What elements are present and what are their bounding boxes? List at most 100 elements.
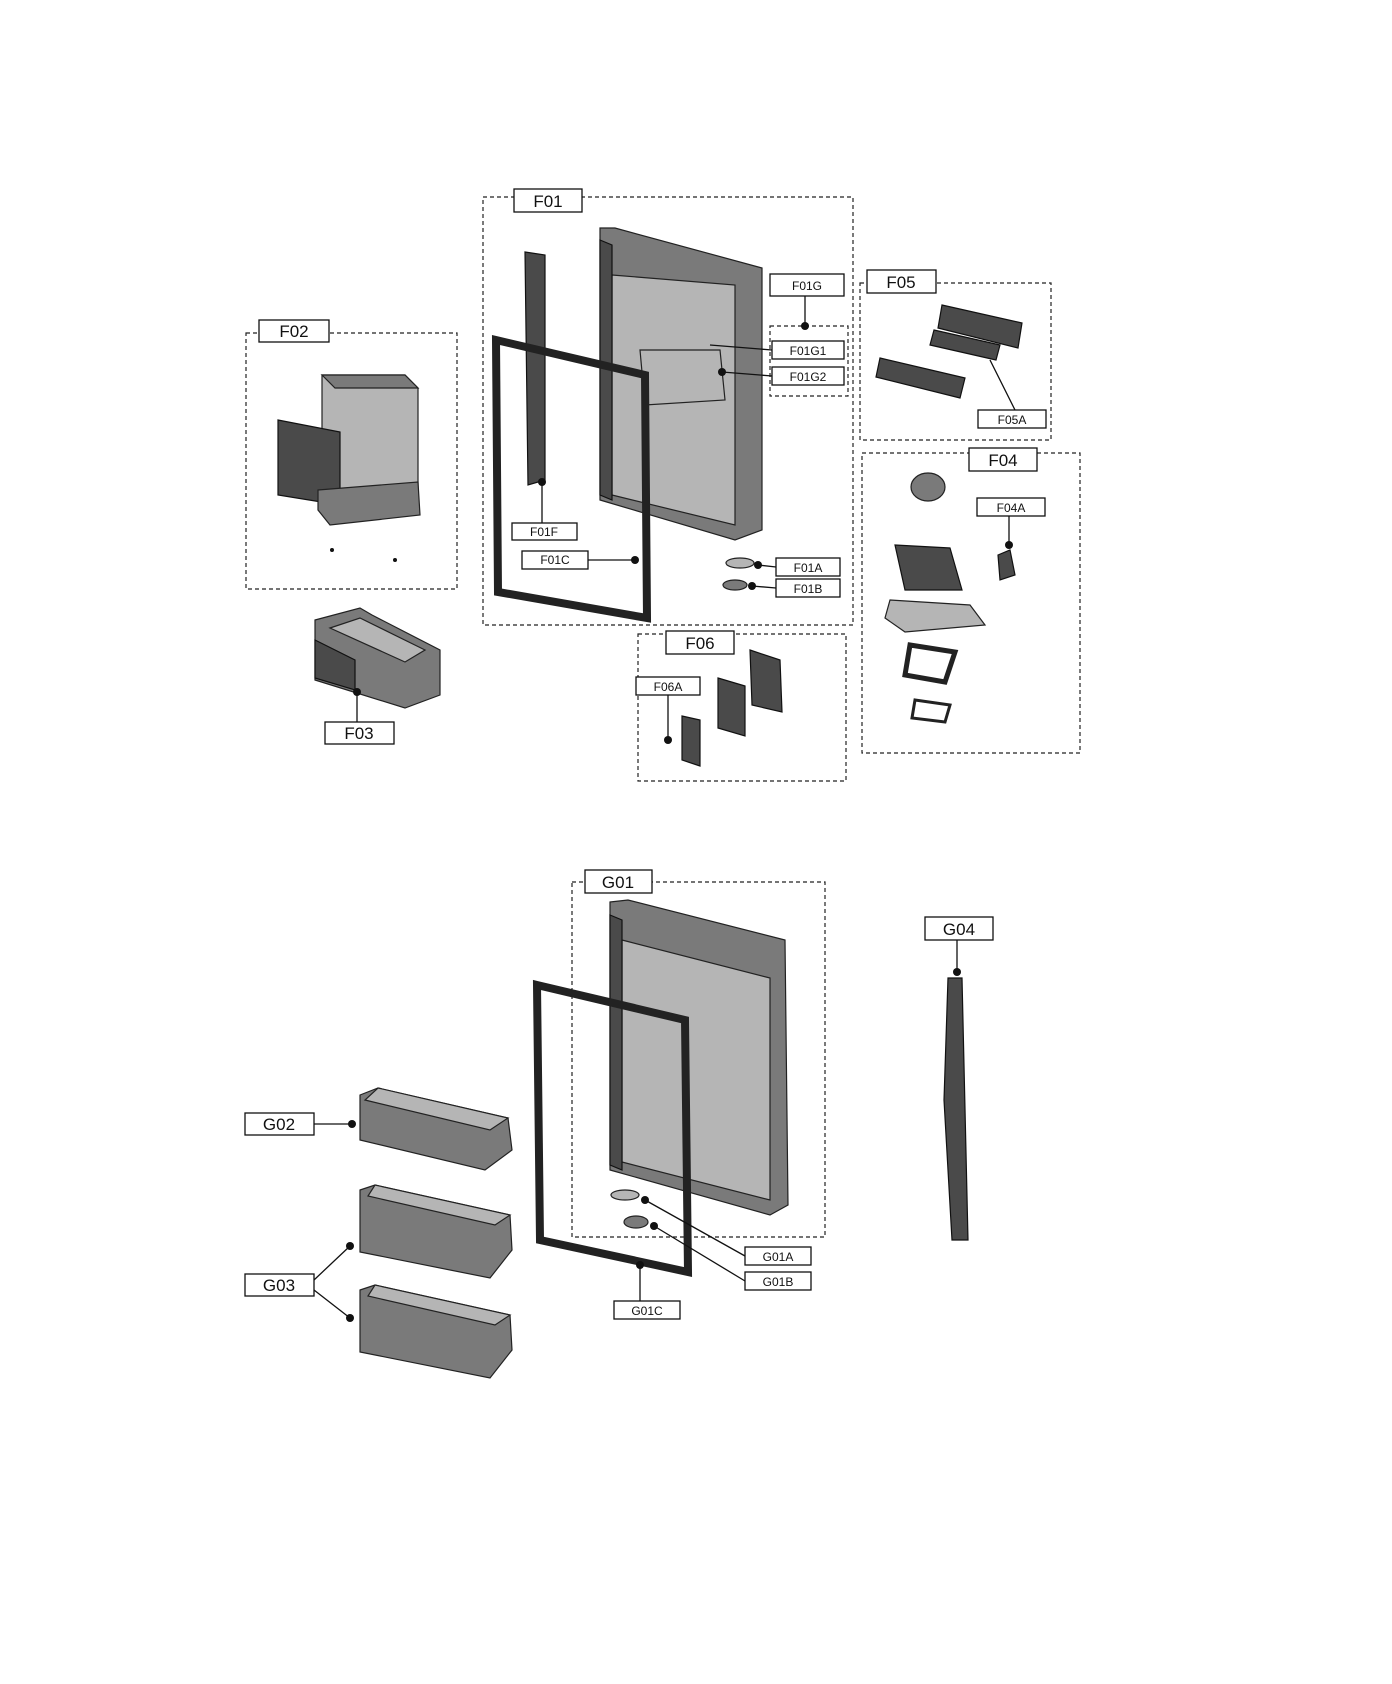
label-f04-box <box>968 447 1038 472</box>
group-f01-boundary <box>482 196 854 626</box>
group-f02: F02 <box>245 319 458 590</box>
label-f04: F04 <box>988 451 1017 470</box>
leader-g01b <box>653 1225 746 1282</box>
label-f06a: F06A <box>654 680 683 694</box>
leader-g02-dot <box>348 1120 356 1128</box>
leader-f01g2-dot <box>718 368 726 376</box>
leader-g03-upper-dot <box>346 1242 354 1250</box>
part-g03-bin-upper-top <box>367 1184 512 1226</box>
part-g01c-gasket <box>532 979 693 1277</box>
label-f02: F02 <box>279 322 308 341</box>
label-f04a-box <box>976 497 1046 517</box>
label-g03: G03 <box>263 1276 295 1295</box>
leader-g03-lower-dot <box>346 1314 354 1322</box>
part-f04-frame <box>902 642 959 685</box>
part-g01b <box>623 1215 649 1229</box>
part-f06-filter-back <box>749 649 783 713</box>
part-f04-tray <box>884 599 987 633</box>
label-g04: G04 <box>943 920 975 939</box>
part-f01-door-body <box>599 227 763 541</box>
group-f01: F01 F01G F01G1 F01G2 <box>482 188 854 626</box>
label-f01f: F01F <box>530 525 558 539</box>
label-g01-box <box>584 869 653 894</box>
group-f02-boundary <box>245 332 458 590</box>
part-f02-dispenser-housing <box>277 374 421 562</box>
label-f05a-box <box>977 409 1047 429</box>
label-f01g: F01G <box>792 279 822 293</box>
group-g01-boundary <box>571 881 826 1238</box>
part-f06-filter-mid <box>717 677 746 737</box>
leader-f06a-dot <box>664 736 672 744</box>
label-g03-box <box>244 1273 315 1297</box>
part-f05-cover-bottom <box>875 357 966 399</box>
group-f06-boundary <box>637 633 847 782</box>
label-g04-box <box>924 916 994 941</box>
part-f01f-handle <box>524 251 546 486</box>
leader-g01a-dot <box>641 1196 649 1204</box>
group-f04: F04 F04A <box>861 447 1081 754</box>
part-f04-plate <box>910 698 952 724</box>
part-f01a <box>725 557 755 569</box>
label-f05: F05 <box>886 273 915 292</box>
label-f01c: F01C <box>540 553 570 567</box>
part-f04-motor <box>910 472 946 502</box>
part-f05-cover-top <box>937 304 1023 349</box>
leader-f01g1 <box>709 344 773 351</box>
leader-f01a-dot <box>754 561 762 569</box>
part-f01b <box>722 579 748 591</box>
label-f05a: F05A <box>998 413 1027 427</box>
leader-g03-lower <box>313 1289 351 1319</box>
label-f04a: F04A <box>997 501 1026 515</box>
label-g01c-box <box>613 1300 681 1320</box>
label-f06: F06 <box>685 634 714 653</box>
group-g04: G04 <box>924 916 994 1241</box>
part-g04-handle <box>943 977 969 1241</box>
part-g01a <box>610 1189 640 1201</box>
label-f02-box <box>258 319 330 343</box>
leader-g04-dot <box>953 968 961 976</box>
label-f03-box <box>324 721 395 745</box>
part-f01c-gasket <box>491 334 652 623</box>
leader-g01a <box>644 1199 746 1257</box>
label-g01c: G01C <box>631 1304 663 1318</box>
group-g02: G02 <box>244 1087 513 1171</box>
label-g01b: G01B <box>763 1275 794 1289</box>
label-f03: F03 <box>344 724 373 743</box>
part-g01-door-body <box>609 899 789 1216</box>
label-f01a: F01A <box>794 561 823 575</box>
leader-f01g-dot <box>801 322 809 330</box>
group-f03: F03 <box>314 607 441 745</box>
group-g01: G01 G01A G01B G01C <box>532 869 826 1320</box>
label-f06-box <box>665 630 735 655</box>
label-f01g-box <box>769 273 845 297</box>
part-f04a <box>997 549 1016 581</box>
group-f05-boundary <box>859 282 1052 441</box>
leader-f01c-dot <box>631 556 639 564</box>
part-f04-duct <box>894 544 963 591</box>
group-f06: F06 F06A <box>635 630 847 782</box>
group-g03: G03 <box>244 1184 513 1379</box>
leader-g01c-dot <box>636 1261 644 1269</box>
label-f05-box <box>866 269 937 294</box>
leader-f01b <box>751 585 777 589</box>
part-g03-bin-lower-top <box>367 1284 512 1326</box>
label-g01: G01 <box>602 873 634 892</box>
group-f05: F05 F05A <box>859 269 1052 441</box>
leader-g01b-dot <box>650 1222 658 1230</box>
label-f01: F01 <box>533 192 562 211</box>
part-f05-cover-mid <box>929 329 1001 361</box>
leader-f01f-dot <box>538 478 546 486</box>
label-f01g1: F01G1 <box>790 344 827 358</box>
leader-f01b-dot <box>748 582 756 590</box>
leader-f04a-dot <box>1005 541 1013 549</box>
label-g01a: G01A <box>763 1250 794 1264</box>
leader-f03-dot <box>353 688 361 696</box>
part-f06-filter-front <box>681 715 701 767</box>
part-g02-bin-top <box>363 1087 510 1131</box>
label-g02: G02 <box>263 1115 295 1134</box>
leader-f01g2 <box>721 371 773 377</box>
label-f01-box <box>513 188 583 213</box>
label-f01f-box <box>511 522 578 541</box>
part-f03-bucket <box>314 607 441 709</box>
